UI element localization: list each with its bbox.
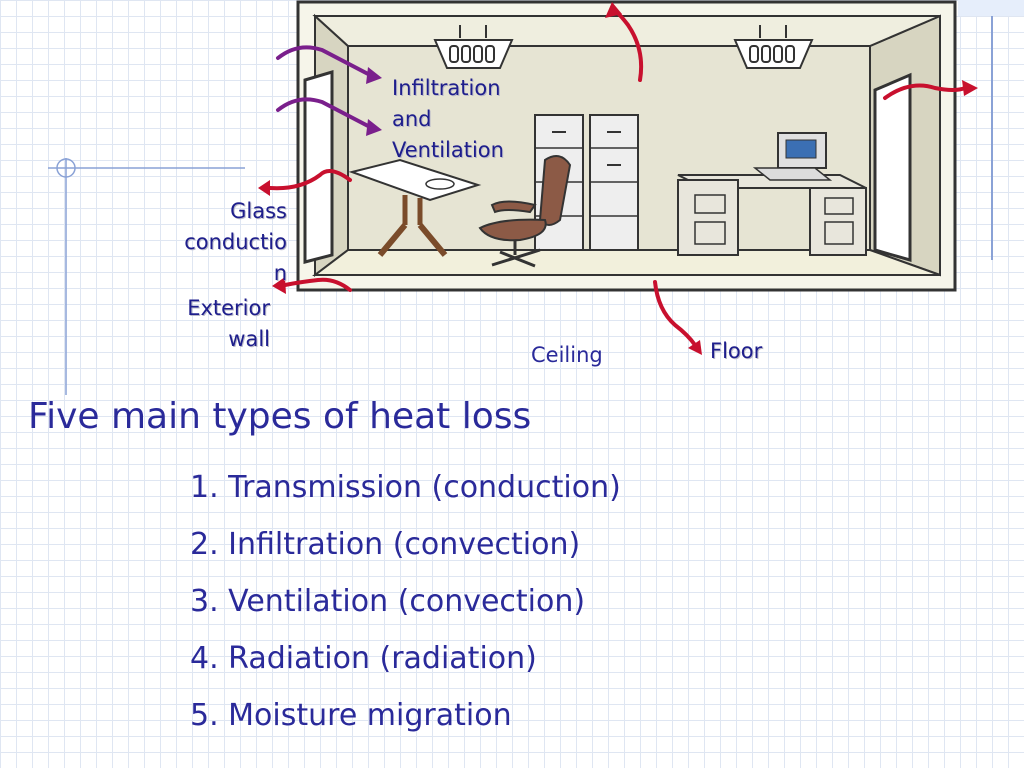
label-conductio: conductio bbox=[184, 230, 287, 254]
ceiling-light-right bbox=[733, 25, 814, 69]
label-conduction-n: n bbox=[273, 261, 287, 285]
list-item-3: 3. Ventilation (convection) bbox=[190, 584, 586, 619]
label-floor: Floor bbox=[710, 339, 763, 363]
ceiling bbox=[312, 15, 941, 47]
list-item-4: 4. Radiation (radiation) bbox=[190, 641, 537, 676]
label-infiltration: Infiltration bbox=[392, 76, 501, 100]
glass-arrow bbox=[268, 169, 352, 191]
list-item-1: 1. Transmission (conduction) bbox=[190, 470, 621, 505]
label-ventilation: Ventilation bbox=[392, 138, 504, 162]
label-ceiling: Ceiling bbox=[531, 343, 603, 367]
desk bbox=[677, 174, 867, 256]
list-item-2: 2. Infiltration (convection) bbox=[190, 527, 581, 562]
window bbox=[303, 69, 334, 264]
label-and: and bbox=[392, 107, 432, 131]
list-item-5: 5. Moisture migration bbox=[190, 698, 512, 733]
corner-block bbox=[958, 0, 1024, 16]
door-arrowhead bbox=[962, 80, 978, 96]
door bbox=[873, 72, 912, 262]
heat-arrows-red bbox=[258, 2, 978, 355]
infiltration-arrows bbox=[276, 45, 382, 136]
door-arrow bbox=[883, 83, 967, 100]
ceiling-light-left bbox=[433, 25, 514, 69]
guide-circle bbox=[56, 158, 76, 178]
label-glass: Glass bbox=[230, 199, 287, 223]
office-chair bbox=[478, 155, 572, 268]
wall-arrow bbox=[283, 277, 352, 292]
slide-title: Five main types of heat loss bbox=[28, 396, 532, 437]
glass-arrowhead bbox=[258, 180, 270, 196]
floor-arrow bbox=[653, 280, 697, 347]
wall-arrowhead bbox=[272, 277, 286, 294]
label-wall: wall bbox=[228, 327, 270, 351]
computer bbox=[752, 132, 833, 181]
ceiling-arrowhead bbox=[605, 2, 622, 18]
floor-arrowhead bbox=[688, 340, 702, 355]
drafting-table bbox=[348, 158, 482, 257]
label-exterior: Exterior bbox=[187, 296, 270, 320]
